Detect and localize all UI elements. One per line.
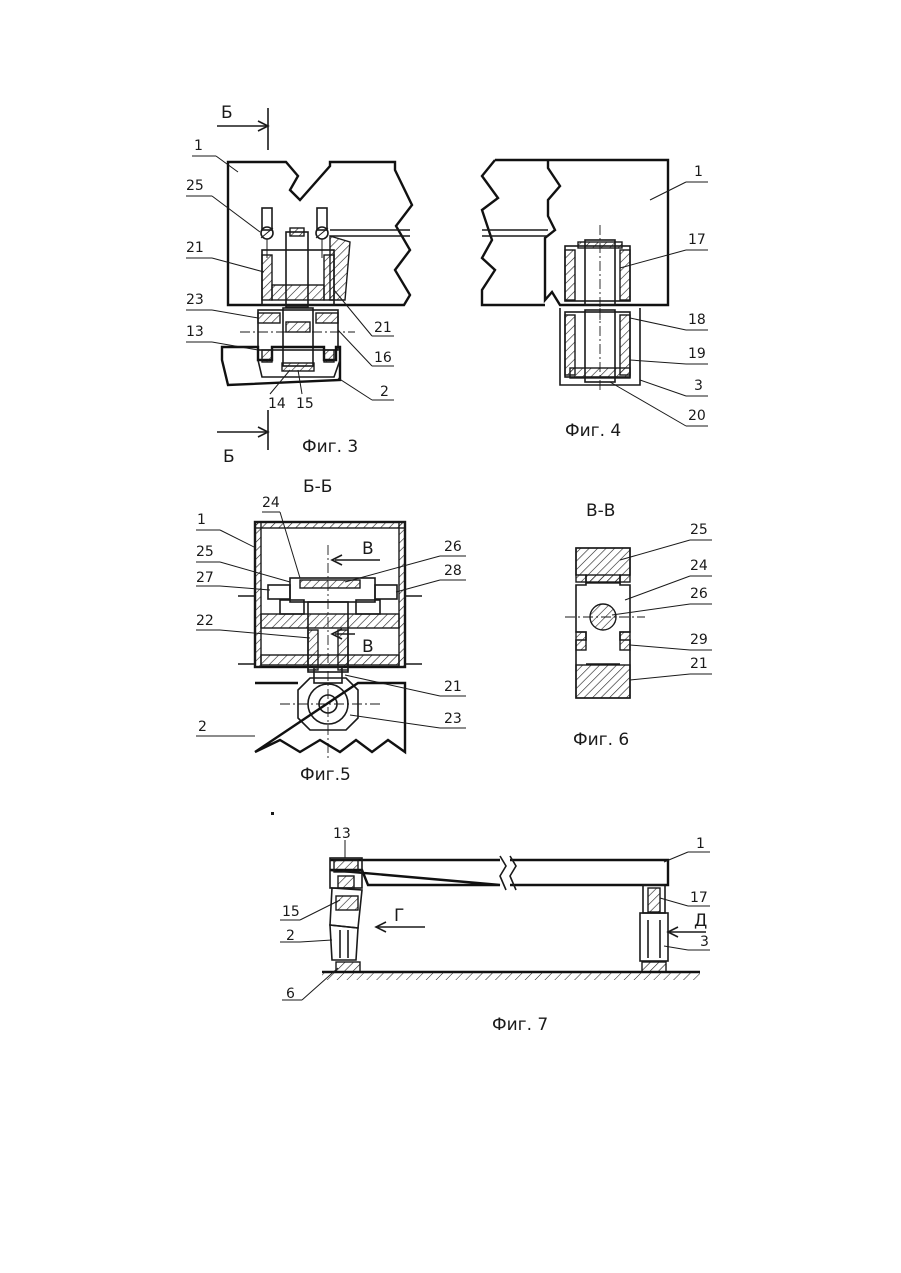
fig6-label-26: 26 (690, 586, 708, 602)
fig5-caption: Фиг.5 (300, 765, 351, 785)
fig5-label-23: 23 (444, 711, 462, 727)
fig4-caption: Фиг. 4 (565, 421, 621, 441)
fig6-label-29: 29 (690, 632, 708, 648)
fig5-label-22: 22 (196, 613, 214, 629)
fig7-label-15: 15 (282, 904, 300, 920)
figure-6: В-В 25 24 26 29 21 Фиг. 6 (565, 501, 712, 750)
fig5-section-title: Б-Б (303, 477, 332, 497)
fig3-caption: Фиг. 3 (302, 437, 358, 457)
fig5-label-26: 26 (444, 539, 462, 555)
fig7-label-6: 6 (286, 986, 295, 1002)
fig6-label-25: 25 (690, 522, 708, 538)
fig3-section-mark-bottom: Б (223, 447, 235, 467)
fig3-label-16: 16 (374, 350, 392, 366)
fig3-label-23: 23 (186, 292, 204, 308)
fig7-label-13: 13 (333, 826, 351, 842)
fig3-label-15: 15 (296, 396, 314, 412)
fig5-label-27: 27 (196, 570, 214, 586)
fig3-label-25: 25 (186, 178, 204, 194)
fig7-arrow-label-left: Г (394, 906, 404, 926)
fig5-label-21: 21 (444, 679, 462, 695)
fig5-label-28: 28 (444, 563, 462, 579)
fig3-label-2: 2 (380, 384, 389, 400)
fig3-label-1: 1 (194, 138, 203, 154)
fig4-label-1: 1 (694, 164, 703, 180)
fig3-label-21: 21 (186, 240, 204, 256)
fig3-label-21b: 21 (374, 320, 392, 336)
fig6-caption: Фиг. 6 (573, 730, 629, 750)
fig3-label-14: 14 (268, 396, 286, 412)
fig3-label-13: 13 (186, 324, 204, 340)
fig4-label-19: 19 (688, 346, 706, 362)
figure-3: Б (186, 103, 412, 467)
fig4-label-20: 20 (688, 408, 706, 424)
fig7-caption: Фиг. 7 (492, 1015, 548, 1035)
fig5-label-1: 1 (197, 512, 206, 528)
fig6-label-24: 24 (690, 558, 708, 574)
fig6-label-21: 21 (690, 656, 708, 672)
figure-5: Б-Б В В (196, 477, 466, 785)
fig4-label-3: 3 (694, 378, 703, 394)
fig7-label-2: 2 (286, 928, 295, 944)
fig7-arrow-label-right: Д (694, 911, 707, 931)
fig5-arrow-label-top: В (362, 539, 374, 559)
fig6-section-title: В-В (586, 501, 615, 521)
fig7-label-3: 3 (700, 934, 709, 950)
fig7-label-17: 17 (690, 890, 708, 906)
fig5-label-25: 25 (196, 544, 214, 560)
fig5-arrow-label-bottom: В (362, 637, 374, 657)
fig7-label-1: 1 (696, 836, 705, 852)
fig4-label-17: 17 (688, 232, 706, 248)
figure-7: Г Д 13 1 15 17 2 3 6 Фиг. 7 (271, 812, 710, 1035)
fig5-label-24: 24 (262, 495, 280, 511)
fig3-section-mark-top: Б (221, 103, 233, 123)
figure-4: 1 17 18 19 3 20 Фиг. 4 (482, 160, 708, 441)
fig5-label-2: 2 (198, 719, 207, 735)
fig4-label-18: 18 (688, 312, 706, 328)
